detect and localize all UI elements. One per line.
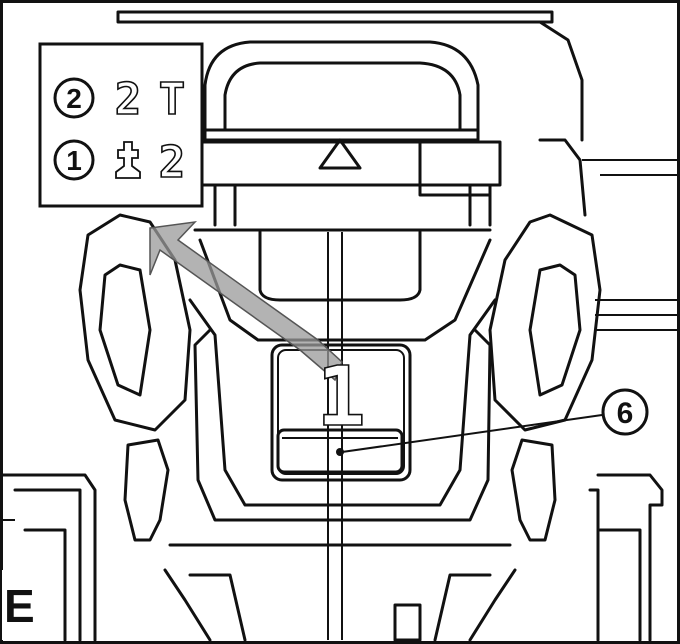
legend-marker-1 [53, 139, 95, 181]
callout-6: 6 [341, 388, 649, 453]
legend-marker-1-label: 1 [66, 145, 82, 176]
right-rail [538, 138, 680, 331]
right-shoulder [488, 213, 602, 432]
slider-button [276, 428, 404, 474]
carry-handle [203, 40, 480, 142]
callout-6-label: 6 [617, 397, 634, 430]
left-battery-block [0, 473, 97, 642]
lower-deck [163, 543, 517, 642]
legend-row1-glyph-a [115, 141, 141, 179]
legend-marker-2-label: 2 [66, 83, 82, 114]
legend-row2-glyph-b: T [159, 74, 186, 125]
indicator-arrow [149, 220, 343, 382]
corner-letter: E [4, 580, 35, 632]
legend-box: 2 2 T 1 2 [38, 42, 204, 208]
legend-marker-2 [53, 77, 95, 119]
top-rim [116, 10, 584, 142]
lower-left-clip [123, 438, 170, 542]
display-digit: 1 [316, 350, 365, 445]
lower-right-clip [510, 438, 557, 542]
display-window [270, 343, 412, 482]
corner-letter-bg [2, 570, 50, 640]
legend-row1-glyph-b: 2 [159, 137, 186, 188]
upper-body [198, 138, 680, 227]
legend-row2-glyph-a: 2 [115, 74, 142, 125]
central-console [188, 228, 497, 640]
right-battery-block [588, 473, 664, 642]
callout-dot [336, 448, 344, 456]
